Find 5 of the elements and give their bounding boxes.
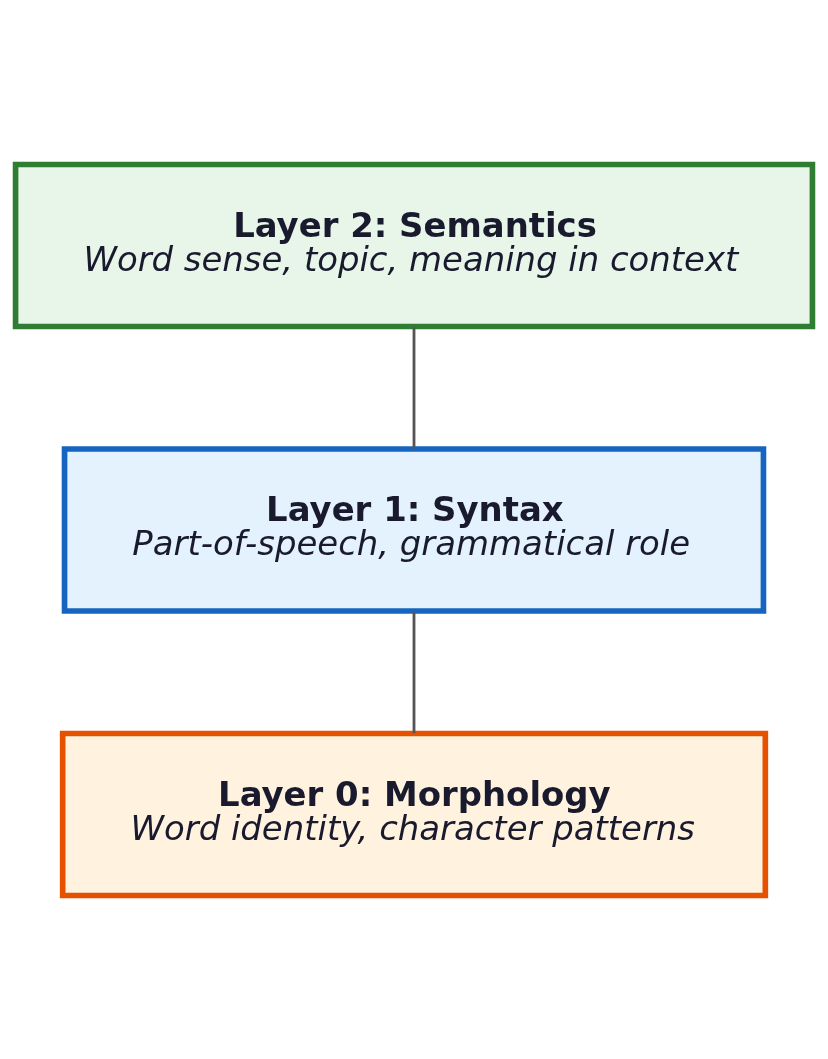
node-box: Layer 2: Semantics Word sense, topic, meaning in context bbox=[12, 161, 816, 329]
connector bbox=[412, 326, 416, 449]
node-box: Layer 0: Morphology Word identity, character patterns bbox=[59, 730, 769, 898]
connector bbox=[412, 611, 416, 733]
node-box: Layer 1: Syntax Part-of-speech, grammatical role bbox=[61, 445, 767, 614]
